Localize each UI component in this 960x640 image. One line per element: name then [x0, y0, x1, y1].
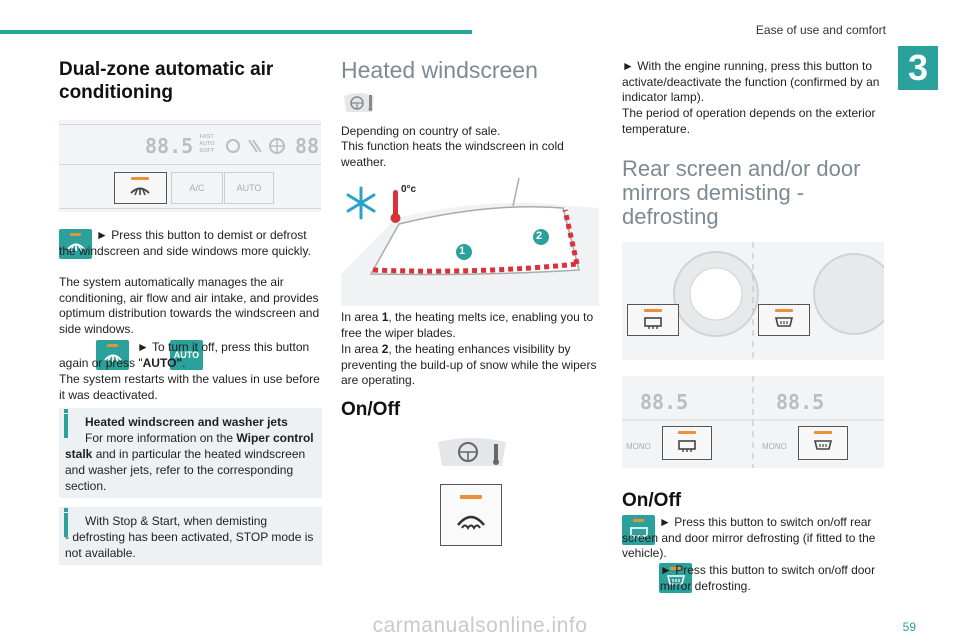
lcd-temp-left: 88.5 — [145, 134, 194, 158]
heated-windscreen-icon — [457, 515, 485, 530]
demist-button-icon-2 — [96, 340, 130, 370]
steering-wheel-heat-icon-large — [438, 438, 506, 466]
indicator-lamp — [131, 177, 149, 180]
activation-instruction: ► With the engine running, press this bu… — [622, 59, 880, 104]
restart-info: The system restarts with the values in u… — [59, 372, 320, 402]
rear-screen-defrost-icon — [678, 440, 696, 452]
mirror-button-icon — [659, 563, 693, 593]
demist-description: The system automatically manages the air… — [59, 275, 320, 336]
rear-screen-button[interactable] — [627, 304, 679, 336]
windscreen-heating-graphic — [341, 177, 599, 306]
heated-windscreen-description: This function heats the windscreen in co… — [341, 139, 564, 169]
mirror-defrost-instruction: ► Press this button to switch on/off doo… — [660, 563, 876, 593]
left-column: Dual-zone automatic air conditioning 88.… — [59, 0, 322, 565]
area-1-label: 1 — [459, 245, 466, 257]
mono-label-b: MONO — [762, 442, 787, 451]
front-demist-button[interactable] — [114, 172, 167, 204]
page-number: 59 — [902, 620, 916, 634]
ac-heading: Dual-zone automatic air conditioning — [59, 59, 274, 103]
heated-windscreen-heading: Heated windscreen — [341, 57, 538, 83]
note-stop-start: With Stop & Start, when demisting - defr… — [59, 507, 322, 565]
country-note: Depending on country of sale. — [341, 124, 501, 138]
lcd-temp-a: 88.5 — [640, 390, 689, 414]
turn-off-instruction: ► To turn it off, press this button agai… — [59, 340, 310, 370]
steering-wheel-heat-icon — [344, 93, 374, 112]
rear-screen-button-icon — [622, 515, 655, 545]
chapter-badge: 3 — [898, 46, 938, 90]
lcd-temp-b: 88.5 — [776, 390, 825, 414]
watermark: carmanualsonline.info — [372, 614, 588, 637]
demist-button-icon — [59, 229, 92, 259]
onoff-heading-right: On/Off — [622, 490, 682, 511]
note-heated-windscreen: Heated windscreen and washer jets For mo… — [59, 408, 322, 498]
lcd-temp-right: 88 — [295, 134, 320, 158]
rear-screen-defrost-icon — [644, 317, 662, 329]
area-1-description: In area 1, the heating melts ice, enabli… — [341, 310, 594, 340]
demist-instruction: ► Press this button to demist or defrost… — [59, 228, 311, 258]
auto-button-icon: AUTO — [169, 340, 203, 370]
rear-screen-button-2[interactable] — [662, 426, 712, 460]
rear-defrost-illustration-a — [622, 242, 884, 360]
onoff-heading-middle: On/Off — [341, 399, 401, 420]
mono-label-a: MONO — [626, 442, 651, 451]
climate-mode-icons — [226, 138, 285, 154]
mirror-defrost-button-2[interactable] — [798, 426, 848, 460]
rear-defrost-instruction: ► Press this button to switch on/off rea… — [622, 515, 876, 560]
operation-period-info: The period of operation depends on the e… — [622, 106, 876, 136]
rear-defrost-illustration-b: 88.5 88.5 MONO MONO — [622, 376, 884, 468]
mirror-defrost-icon — [774, 317, 794, 327]
indicator-lamp — [460, 495, 482, 499]
right-column: ► With the engine running, press this bu… — [622, 0, 885, 593]
rear-screen-heading: Rear screen and/or door mirrors demistin… — [622, 156, 861, 229]
mirror-defrost-icon — [813, 440, 833, 450]
windscreen-demist-icon — [130, 187, 150, 196]
windscreen-illustration: 1 2 0°c — [341, 177, 603, 306]
mirror-defrost-button[interactable] — [758, 304, 810, 336]
heated-windscreen-button[interactable] — [440, 484, 502, 546]
ac-button[interactable]: A/C — [171, 172, 223, 204]
auto-button[interactable]: AUTO — [224, 172, 274, 204]
area-2-label: 2 — [536, 230, 543, 242]
section-title: Ease of use and comfort — [755, 23, 886, 37]
header-accent-bar — [0, 30, 472, 34]
area-2-description: In area 2, the heating enhances visibili… — [341, 342, 597, 387]
temperature-label: 0°c — [401, 184, 417, 195]
